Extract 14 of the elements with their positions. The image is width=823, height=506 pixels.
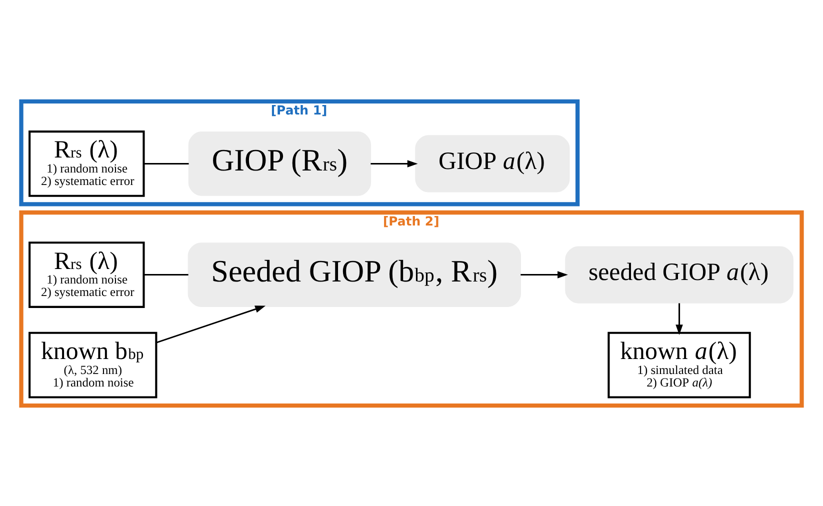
node-box: Rrs (λ) 1) random noise 2) systematic error: [28, 241, 145, 308]
arrow: [370, 160, 418, 167]
node-box: known a(λ) 1) simulated data 2) GIOP a(λ): [608, 331, 751, 398]
arrow: [520, 270, 568, 278]
arrow: [156, 305, 266, 343]
connector: [144, 274, 188, 276]
node-box: Rrs (λ) 1) random noise 2) systematic error: [28, 130, 145, 196]
node-box: Seeded GIOP (bbp, Rrs): [188, 242, 521, 306]
connector: [144, 162, 189, 164]
node-box: known bbp (λ, 532 nm) 1) random noise: [28, 331, 158, 398]
node-box: seeded GIOP a(λ): [565, 246, 794, 303]
node-box: GIOP a(λ): [415, 134, 570, 192]
node-box: GIOP (Rrs): [188, 131, 372, 196]
arrow: [676, 302, 683, 334]
